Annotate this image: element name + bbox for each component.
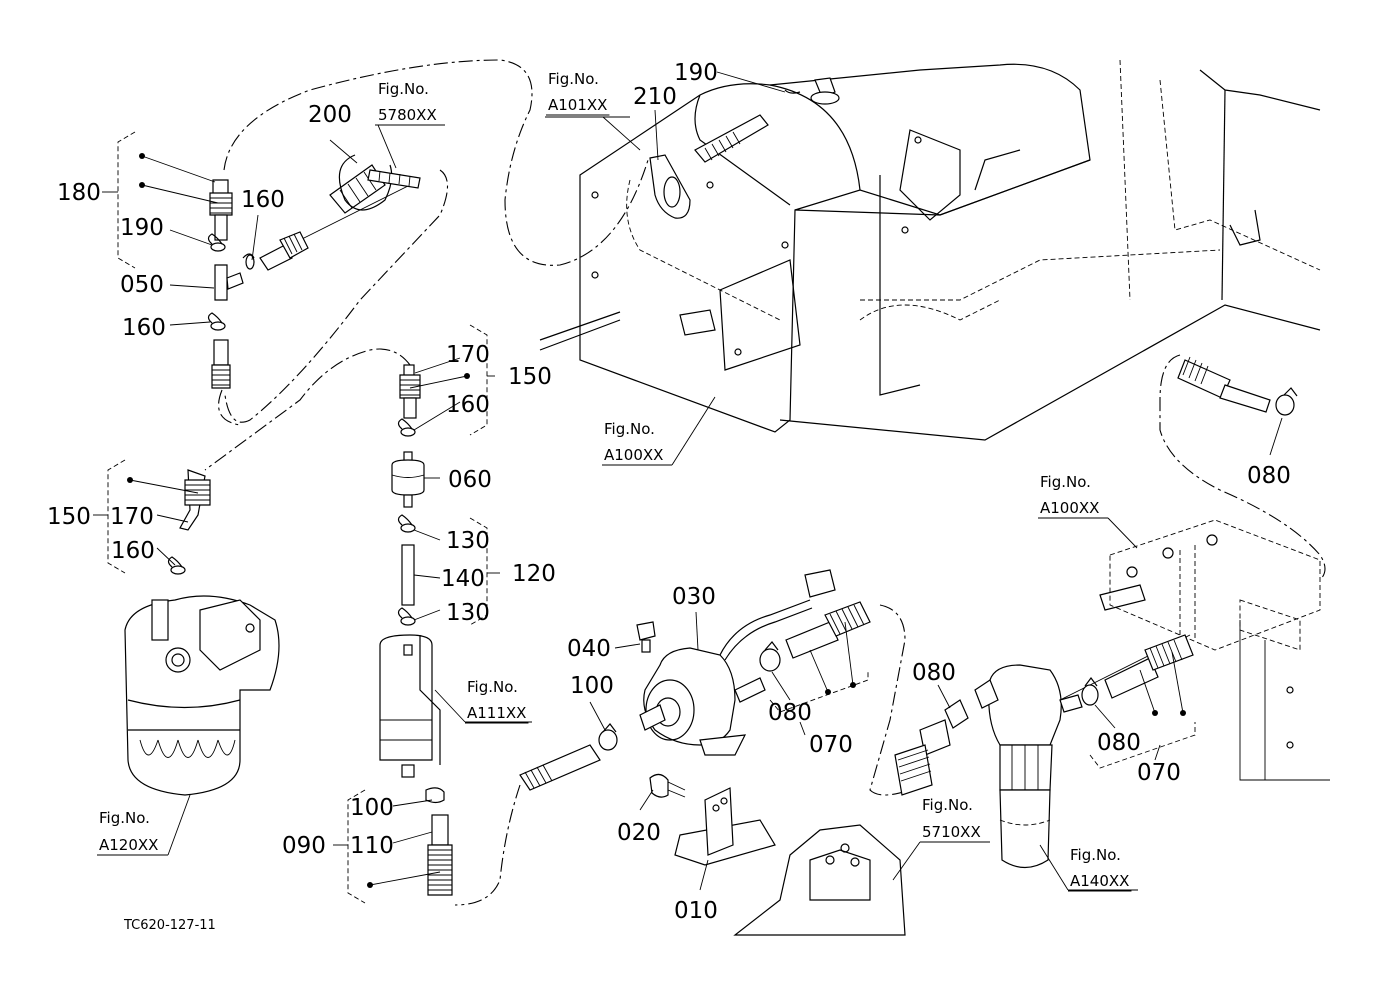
callout-110[interactable]: 110: [350, 833, 394, 859]
callout-050[interactable]: 050: [120, 272, 164, 298]
svg-text:A140XX: A140XX: [1070, 872, 1129, 890]
bracket-210: [649, 154, 691, 219]
fig-ref-a111[interactable]: Fig.No. A111XX: [465, 678, 529, 724]
callout-160[interactable]: 160: [122, 315, 166, 341]
water-separator-a140: [894, 356, 1298, 869]
callout-180[interactable]: 180: [57, 180, 101, 206]
callout-160[interactable]: 160: [241, 187, 285, 213]
fig-ref-a100-right[interactable]: Fig.No. A100XX: [1038, 473, 1102, 519]
t-joint-050: [214, 264, 228, 301]
return-hose-spring: [694, 114, 769, 163]
group-brackets: [107, 131, 1196, 904]
callout-100[interactable]: 100: [570, 673, 614, 699]
svg-text:5710XX: 5710XX: [922, 823, 981, 841]
svg-text:Fig.No.: Fig.No.: [467, 678, 518, 696]
svg-text:5780XX: 5780XX: [378, 106, 437, 124]
callout-160[interactable]: 160: [446, 392, 490, 418]
band-5780: [367, 169, 421, 189]
callout-100[interactable]: 100: [350, 795, 394, 821]
callout-070[interactable]: 070: [809, 732, 853, 758]
hose-070-b: [1104, 657, 1159, 699]
callout-080[interactable]: 080: [912, 660, 956, 686]
callout-150[interactable]: 150: [47, 504, 91, 530]
callout-190[interactable]: 190: [120, 215, 164, 241]
callout-120[interactable]: 120: [512, 561, 556, 587]
callout-150[interactable]: 150: [508, 364, 552, 390]
hose-spring-180: [209, 192, 233, 216]
filter-a120: [124, 469, 280, 796]
svg-text:A101XX: A101XX: [548, 96, 607, 114]
callout-010[interactable]: 010: [674, 898, 718, 924]
figure-reference-labels: Fig.No. 5780XX Fig.No. A101XX Fig.No. A1…: [97, 70, 1132, 892]
bracket-a100-lower: [1099, 519, 1330, 781]
callout-040[interactable]: 040: [567, 636, 611, 662]
svg-text:A111XX: A111XX: [467, 704, 526, 722]
callout-070[interactable]: 070: [1137, 760, 1181, 786]
callout-210[interactable]: 210: [633, 84, 677, 110]
svg-text:Fig.No.: Fig.No.: [1070, 846, 1121, 864]
svg-text:A100XX: A100XX: [1040, 499, 1099, 517]
callout-060[interactable]: 060: [448, 467, 492, 493]
fuel-tank-assembly: [539, 59, 1321, 441]
callout-170[interactable]: 170: [446, 342, 490, 368]
fig-ref-a100-top[interactable]: Fig.No. A100XX: [602, 420, 666, 466]
callout-080[interactable]: 080: [1097, 730, 1141, 756]
feed-pump-030: [519, 569, 906, 936]
callout-130[interactable]: 130: [446, 600, 490, 626]
svg-text:Fig.No.: Fig.No.: [604, 420, 655, 438]
callout-160[interactable]: 160: [111, 538, 155, 564]
svg-text:Fig.No.: Fig.No.: [378, 80, 429, 98]
callout-030[interactable]: 030: [672, 584, 716, 610]
svg-text:Fig.No.: Fig.No.: [99, 809, 150, 827]
callout-140[interactable]: 140: [441, 566, 485, 592]
svg-text:Fig.No.: Fig.No.: [548, 70, 599, 88]
svg-text:Fig.No.: Fig.No.: [922, 796, 973, 814]
svg-text:A100XX: A100XX: [604, 446, 663, 464]
svg-text:A120XX: A120XX: [99, 836, 158, 854]
callout-020[interactable]: 020: [617, 820, 661, 846]
fig-ref-5780[interactable]: Fig.No. 5780XX: [376, 80, 439, 126]
fig-ref-5710[interactable]: Fig.No. 5710XX: [920, 796, 983, 843]
callout-170[interactable]: 170: [110, 504, 154, 530]
callout-200[interactable]: 200: [308, 102, 352, 128]
joint-assembly-middle: [379, 364, 453, 896]
part-callouts: 180 190 160 050 160 200 210 190 170 150 …: [47, 60, 1291, 924]
fig-ref-a140[interactable]: Fig.No. A140XX: [1068, 846, 1132, 892]
callout-130[interactable]: 130: [446, 528, 490, 554]
svg-text:Fig.No.: Fig.No.: [1040, 473, 1091, 491]
drawing-code: TC620-127-11: [123, 918, 216, 933]
callout-080[interactable]: 080: [768, 700, 812, 726]
hose-070-a: [785, 621, 839, 659]
filter-a111: [379, 634, 433, 761]
joint-assembly-left: [207, 154, 421, 389]
hose-140: [401, 544, 415, 606]
callout-190[interactable]: 190: [674, 60, 718, 86]
callout-090[interactable]: 090: [282, 833, 326, 859]
callout-080[interactable]: 080: [1247, 463, 1291, 489]
fig-ref-a101[interactable]: Fig.No. A101XX: [546, 70, 610, 116]
fig-ref-a120[interactable]: Fig.No. A120XX: [97, 809, 161, 856]
